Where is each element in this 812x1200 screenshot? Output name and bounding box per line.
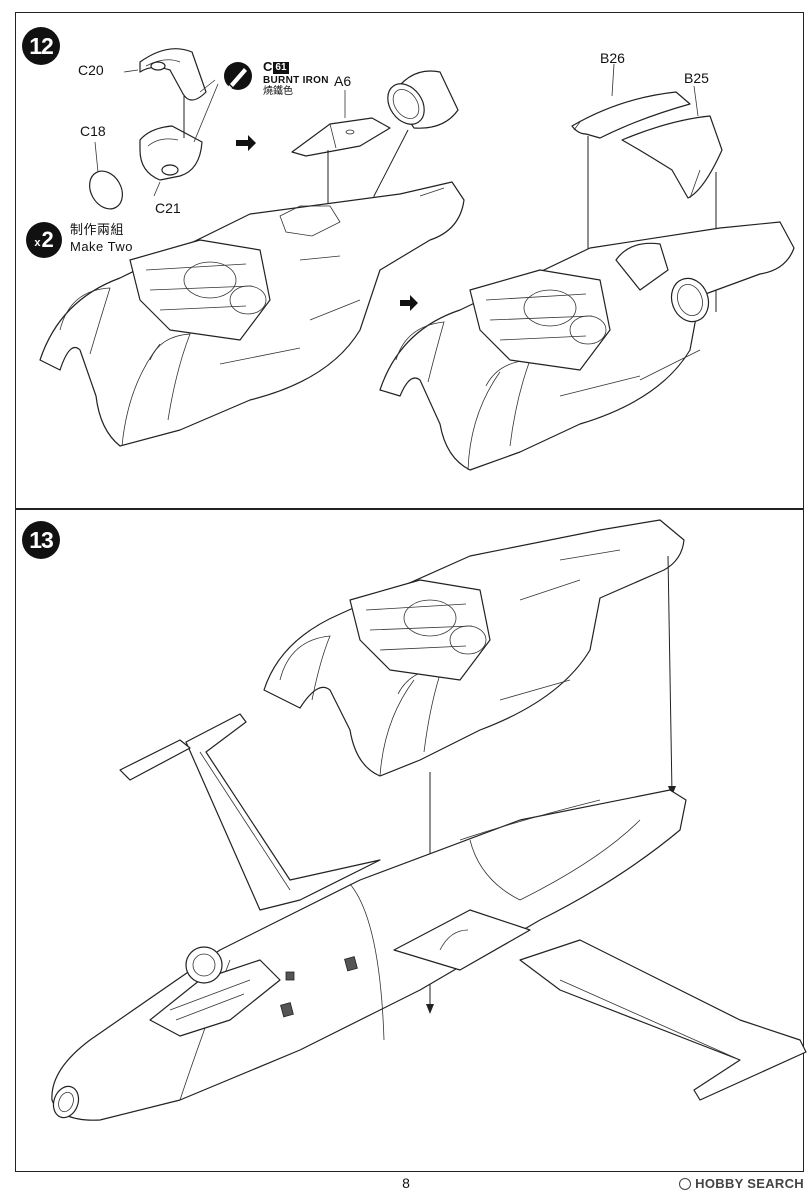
paint-name: BURNT IRON (263, 74, 329, 86)
part-label-a6: A6 (334, 73, 352, 89)
paint-brush-icon (224, 62, 252, 90)
part-c18-shape (89, 170, 123, 210)
paint-code-number: 61 (273, 62, 289, 74)
watermark: HOBBY SEARCH (679, 1176, 804, 1191)
direction-arrow-icon (400, 295, 418, 311)
part-label-c21: C21 (155, 200, 181, 216)
multiplier-x: x (34, 237, 41, 249)
part-label-b26: B26 (600, 50, 625, 66)
step-13-badge: 13 (22, 521, 60, 559)
part-label-c18: C18 (80, 123, 106, 139)
part-b25-shape (621, 115, 723, 199)
watermark-logo-icon (679, 1177, 692, 1190)
engine-assembly-right-shape (379, 221, 795, 471)
multiplier-count: 2 (41, 227, 54, 252)
make-two-cn: 制作兩組 (70, 222, 125, 237)
wing-right-shape (519, 939, 807, 1101)
page-number: 8 (402, 1175, 410, 1191)
part-label-b25: B25 (684, 70, 709, 86)
part-exhaust-nozzle-shape (387, 70, 459, 129)
make-two-en: Make Two (70, 238, 134, 254)
engine-assembly-left-shape (39, 181, 465, 447)
make-two-text: 制作兩組 Make Two (70, 222, 133, 256)
direction-arrow-icon (236, 135, 256, 151)
step-12-badge: 12 (22, 27, 60, 65)
part-c21-shape (139, 125, 203, 181)
part-label-c20: C20 (78, 62, 104, 78)
engine-assembly-upper-shape (263, 519, 685, 777)
fuselage-shape (51, 789, 687, 1121)
part-c20-shape (139, 48, 207, 101)
wing-left-shape (119, 713, 381, 911)
watermark-text: HOBBY SEARCH (695, 1176, 804, 1191)
paint-name-cn: 燒鐵色 (263, 86, 293, 98)
paint-code-letter: C (263, 59, 273, 74)
part-b26-shape (571, 91, 691, 139)
part-a6-shape (291, 117, 391, 157)
